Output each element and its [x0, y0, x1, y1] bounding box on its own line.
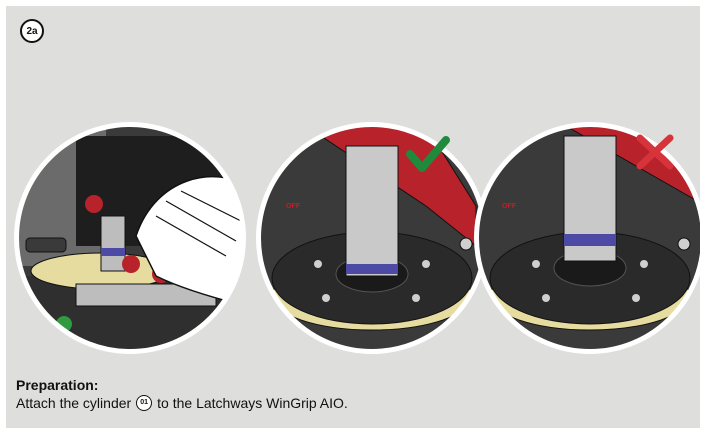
instruction-panel: 2a	[6, 6, 700, 428]
caption-text-before: Attach the cylinder	[16, 395, 132, 411]
attach-cylinder-illustration	[14, 122, 246, 354]
check-icon	[406, 136, 450, 172]
caption-heading: Preparation:	[16, 377, 99, 393]
svg-text:OFF: OFF	[502, 203, 517, 210]
caption-text: Attach the cylinder 01 to the Latchways …	[16, 394, 348, 412]
illustrations: OFF OFF	[14, 122, 700, 354]
instruction-caption: Preparation: Attach the cylinder 01 to t…	[16, 376, 348, 412]
part-number-badge: 01	[136, 395, 153, 411]
cross-icon	[636, 134, 674, 170]
correct-fit-illustration: OFF	[256, 122, 488, 354]
svg-text:OFF: OFF	[286, 203, 301, 210]
incorrect-fit-illustration: OFF	[474, 122, 700, 354]
step-badge: 2a	[20, 19, 44, 43]
caption-text-after: to the Latchways WinGrip AIO.	[157, 395, 348, 411]
